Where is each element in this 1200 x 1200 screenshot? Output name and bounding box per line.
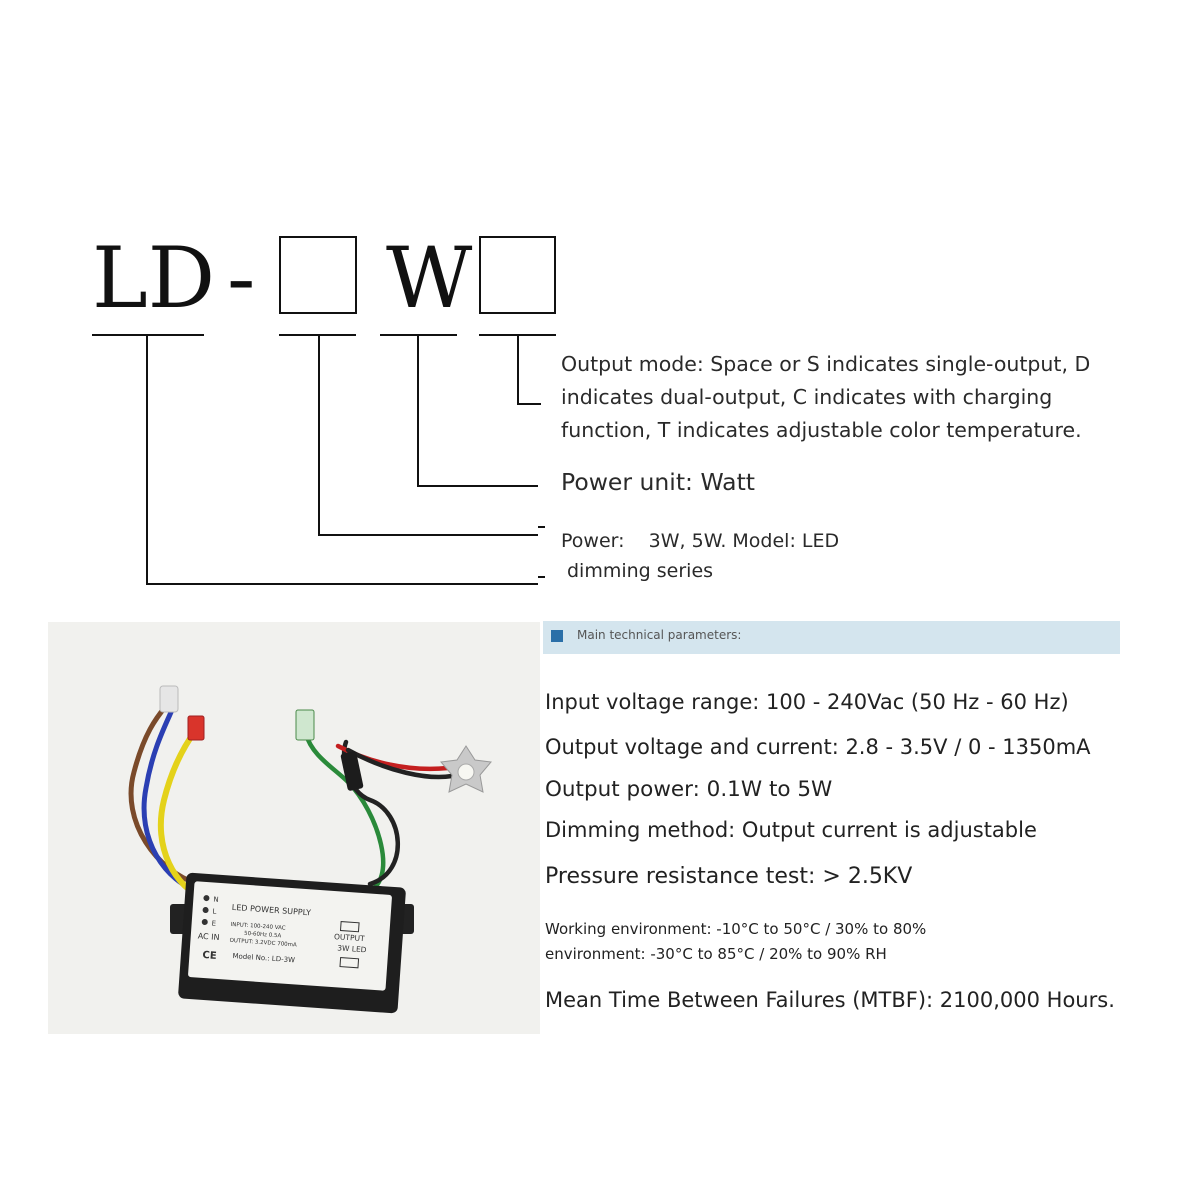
power-underline (279, 334, 356, 336)
led-driver-illustration: N L E AC IN LED POWER SUPPLY INPUT: 100-… (128, 685, 492, 1014)
unit-connector-v (417, 335, 419, 486)
param-input-voltage: Input voltage range: 100 - 240Vac (50 Hz… (545, 690, 1069, 714)
black-wire-2 (345, 747, 455, 780)
driver-body (170, 872, 414, 1014)
param-mtbf: Mean Time Between Failures (MTBF): 2100,… (545, 988, 1115, 1012)
input-connector-red (187, 715, 205, 741)
power-value-box (279, 236, 357, 314)
label-output-1: OUTPUT (334, 932, 366, 943)
series-connector-tick (538, 576, 545, 578)
param-pressure-test: Pressure resistance test: > 2.5KV (545, 864, 913, 889)
product-photo: N L E AC IN LED POWER SUPPLY INPUT: 100-… (48, 622, 540, 1034)
unit-letter: W (386, 229, 473, 327)
label-spec-output: OUTPUT: 3.2VDC 700mA (229, 938, 297, 949)
output-mode-description: Output mode: Space or S indicates single… (561, 352, 1091, 442)
power-connector-tick (538, 526, 545, 528)
power-connector-v (318, 335, 320, 535)
parameters-header-bar: Main technical parameters: (543, 621, 1120, 654)
param-working-environment: Working environment: -10°C to 50°C / 30%… (545, 920, 927, 938)
power-description: Power: 3W, 5W. Model: LED dimming series (561, 526, 881, 586)
mode-connector-h (517, 403, 541, 405)
output-mode-box (479, 236, 556, 314)
ac-in-label: AC IN (197, 932, 219, 943)
parameters-title: Main technical parameters: (577, 628, 742, 642)
prefix-underline (92, 334, 204, 336)
label-spec-freq: 50-60Hz 0.5A (244, 931, 282, 940)
param-storage-environment: environment: -30°C to 85°C / 20% to 90% … (545, 945, 887, 963)
indicator-l: L (212, 908, 217, 916)
param-output-power: Output power: 0.1W to 5W (545, 777, 833, 802)
label-output-2: 3W LED (337, 943, 367, 954)
yellow-wire (157, 727, 207, 901)
model-prefix: LD (92, 229, 216, 327)
led-symbol-icon (339, 920, 360, 933)
param-output-voltage-current: Output voltage and current: 2.8 - 3.5V /… (545, 735, 1091, 759)
indicator-n: N (213, 896, 219, 904)
indicator-e: E (211, 920, 216, 928)
series-connector-h (146, 583, 538, 585)
mode-connector-v (517, 335, 519, 404)
power-connector-h (318, 534, 538, 536)
inline-connector (340, 751, 364, 791)
star-led (440, 745, 492, 793)
input-connector-white (159, 685, 179, 713)
unit-connector-h (417, 485, 538, 487)
square-bullet-icon (551, 630, 563, 642)
led-output-symbol-icon (339, 957, 360, 969)
series-connector-v (146, 335, 148, 584)
ce-mark: CE (202, 950, 217, 962)
power-description-line2: dimming series (567, 560, 714, 582)
param-environment: Working environment: -10°C to 50°C / 30%… (545, 917, 926, 967)
param-dimming-method: Dimming method: Output current is adjust… (545, 818, 1037, 842)
output-connector (295, 709, 315, 741)
label-spec-input: INPUT: 100-240 VAC (230, 922, 286, 932)
power-unit-description: Power unit: Watt (561, 468, 756, 496)
power-description-line1: Power: 3W, 5W. Model: LED (561, 530, 840, 552)
model-dash: - (227, 229, 256, 327)
